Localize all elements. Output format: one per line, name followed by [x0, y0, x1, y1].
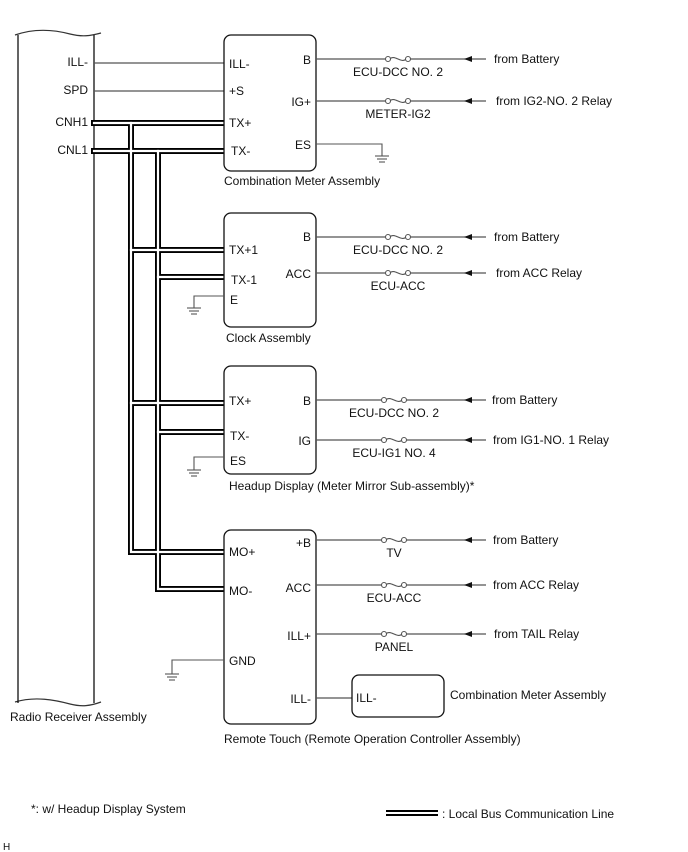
radio-top-wave — [14, 29, 102, 37]
arrow-left-icon — [464, 582, 472, 588]
rt-pin-mom: MO- — [229, 584, 252, 598]
clock-pin-b: B — [303, 230, 311, 244]
source-label: from IG2-NO. 2 Relay — [496, 94, 612, 108]
circuit-ig: ECU-IG1 NO. 4 from IG1-NO. 1 Relay — [316, 433, 609, 460]
circuit-b: ECU-DCC NO. 2 from Battery — [316, 393, 557, 420]
clock-pin-txp: TX+1 — [229, 243, 258, 257]
radio-pin-cnl1: CNL1 — [57, 143, 88, 157]
combo-pin-es: ES — [295, 138, 311, 152]
rt-ill-target-box: ILL- Combination Meter Assembly — [351, 674, 606, 718]
radio-pin-cnh1: CNH1 — [55, 115, 88, 129]
hud-pin-txp: TX+ — [229, 394, 251, 408]
combination-meter-box: ILL- +S TX+ TX- B IG+ ES Combination Met… — [223, 34, 380, 188]
rt-ill-target-pin: ILL- — [356, 691, 377, 705]
fuse-icon — [384, 269, 412, 277]
fuse-icon — [380, 536, 408, 544]
source-label: from Battery — [494, 52, 559, 66]
hud-box: TX+ TX- ES B IG Headup Display (Meter Mi… — [223, 365, 475, 493]
radio-bottom-wave — [14, 698, 102, 707]
arrow-left-icon — [464, 270, 472, 276]
arrow-left-icon — [464, 98, 472, 104]
circuit-b: ECU-DCC NO. 2 from Battery — [316, 52, 559, 79]
rt-pin-mop: MO+ — [229, 545, 255, 559]
ground-icon — [187, 456, 224, 477]
corner-mark: H — [3, 842, 10, 852]
combo-pin-igp: IG+ — [291, 95, 311, 109]
combo-pin-ill: ILL- — [229, 57, 250, 71]
circuit-acc: ECU-ACC from ACC Relay — [316, 266, 582, 293]
source-label: from Battery — [493, 533, 558, 547]
fuse-icon — [380, 396, 408, 404]
hud-pin-es: ES — [230, 454, 246, 468]
fuse-icon — [380, 581, 408, 589]
source-label: from Battery — [494, 230, 559, 244]
radio-title: Radio Receiver Assembly — [10, 710, 147, 724]
combo-pin-txm: TX- — [231, 144, 250, 158]
clock-box: TX+1 TX-1 E B ACC Clock Assembly — [223, 212, 317, 345]
footnote: *: w/ Headup Display System — [31, 802, 186, 816]
ground-icon — [187, 295, 224, 315]
local-bus-lines — [91, 120, 228, 592]
fuse-label: ECU-ACC — [371, 279, 426, 293]
source-label: from ACC Relay — [493, 578, 579, 592]
hud-title: Headup Display (Meter Mirror Sub-assembl… — [229, 479, 475, 493]
combo-title: Combination Meter Assembly — [224, 174, 380, 188]
circuit-b: ECU-DCC NO. 2 from Battery — [316, 230, 559, 257]
arrow-left-icon — [464, 631, 472, 637]
arrow-left-icon — [464, 56, 472, 62]
source-label: from TAIL Relay — [494, 627, 579, 641]
fuse-icon — [384, 233, 412, 241]
rt-pin-gnd: GND — [229, 654, 256, 668]
hud-pin-ig: IG — [298, 434, 311, 448]
clock-pin-e: E — [230, 293, 238, 307]
fuse-label: ECU-IG1 NO. 4 — [352, 446, 436, 460]
rt-pin-acc: ACC — [286, 581, 312, 595]
combo-pin-txp: TX+ — [229, 116, 251, 130]
legend: : Local Bus Communication Line — [386, 807, 614, 821]
fuse-icon — [384, 55, 412, 63]
fuse-label: METER-IG2 — [365, 107, 431, 121]
arrow-left-icon — [464, 234, 472, 240]
hud-pin-b: B — [303, 394, 311, 408]
hud-pin-txm: TX- — [230, 429, 249, 443]
clock-pin-acc: ACC — [286, 267, 312, 281]
clock-title: Clock Assembly — [226, 331, 311, 345]
combo-pin-s: +S — [229, 84, 244, 98]
combo-pin-b: B — [303, 53, 311, 67]
radio-pin-spd: SPD — [63, 83, 88, 97]
ground-icon — [316, 143, 389, 163]
rt-pin-pb: +B — [296, 536, 311, 550]
rt-ill-target-title: Combination Meter Assembly — [450, 688, 606, 702]
circuit-acc: ECU-ACC from ACC Relay — [316, 578, 579, 605]
fuse-label: TV — [386, 546, 401, 560]
fuse-label: ECU-ACC — [367, 591, 422, 605]
fuse-icon — [380, 630, 408, 638]
fuse-label: ECU-DCC NO. 2 — [353, 243, 443, 257]
arrow-left-icon — [464, 437, 472, 443]
radio-pin-ill: ILL- — [67, 55, 88, 69]
circuit-ill: PANEL from TAIL Relay — [316, 627, 579, 654]
arrow-left-icon — [464, 537, 472, 543]
source-label: from ACC Relay — [496, 266, 582, 280]
fuse-label: PANEL — [375, 640, 414, 654]
fuse-icon — [380, 436, 408, 444]
circuit-b: TV from Battery — [316, 533, 558, 560]
clock-pin-txm: TX-1 — [231, 273, 257, 287]
arrow-left-icon — [464, 397, 472, 403]
radio-receiver-assembly: ILL- SPD CNH1 CNL1 Radio Receiver Assemb… — [10, 29, 147, 724]
legend-label: : Local Bus Communication Line — [442, 807, 614, 821]
source-label: from Battery — [492, 393, 557, 407]
fuse-label: ECU-DCC NO. 2 — [349, 406, 439, 420]
source-label: from IG1-NO. 1 Relay — [493, 433, 609, 447]
rt-pin-illp: ILL+ — [287, 629, 311, 643]
rt-title: Remote Touch (Remote Operation Controlle… — [224, 732, 521, 746]
fuse-label: ECU-DCC NO. 2 — [353, 65, 443, 79]
circuit-ig: METER-IG2 from IG2-NO. 2 Relay — [316, 94, 612, 121]
rt-pin-illm: ILL- — [290, 692, 311, 706]
ground-icon — [165, 659, 224, 681]
remote-touch-box: MO+ MO- GND +B ACC ILL+ ILL- Remote Touc… — [223, 529, 521, 746]
fuse-icon — [384, 97, 412, 105]
